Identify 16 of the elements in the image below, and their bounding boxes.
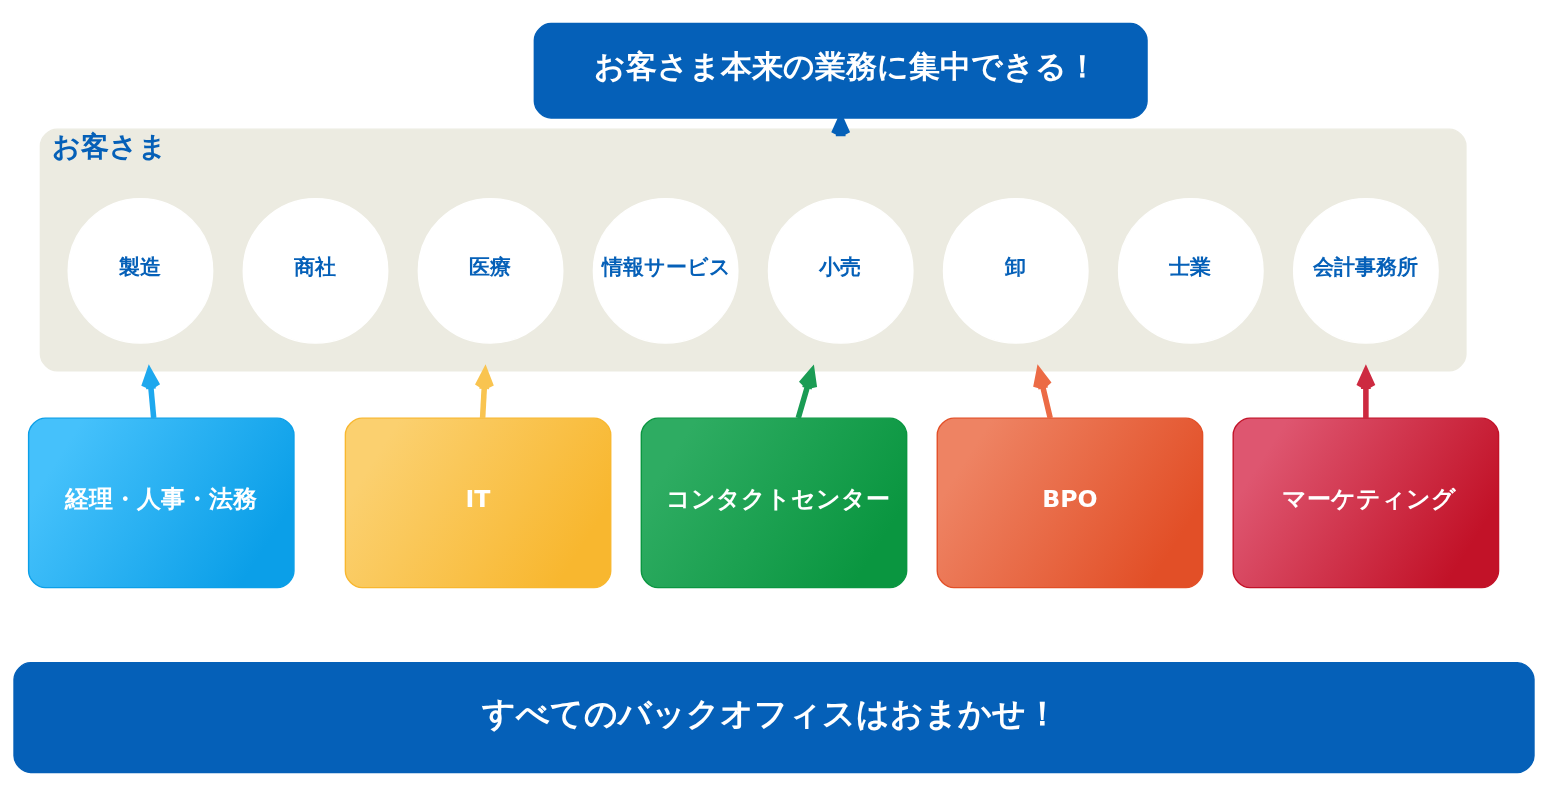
node-circle: 製造 — [67, 197, 214, 344]
node-box: コンタクトセンター — [640, 417, 908, 589]
node-circle: 卸 — [942, 197, 1089, 344]
node-box: すべてのバックオフィスはおまかせ！ — [13, 662, 1535, 774]
node-box: IT — [344, 417, 612, 589]
node-circle: 会計事務所 — [1292, 197, 1439, 344]
node-circle: 士業 — [1117, 197, 1264, 344]
node-circle: 商社 — [242, 197, 389, 344]
node-box: BPO — [936, 417, 1204, 589]
node-circle: 医療 — [417, 197, 564, 344]
node-box: お客さま本来の業務に集中できる！ — [533, 22, 1148, 119]
arrow — [831, 115, 851, 137]
node-box: マーケティング — [1232, 417, 1500, 589]
node-box: 経理・人事・法務 — [27, 417, 295, 589]
node-circle: 小売 — [767, 197, 914, 344]
node-circle: 情報サービス — [592, 197, 739, 344]
